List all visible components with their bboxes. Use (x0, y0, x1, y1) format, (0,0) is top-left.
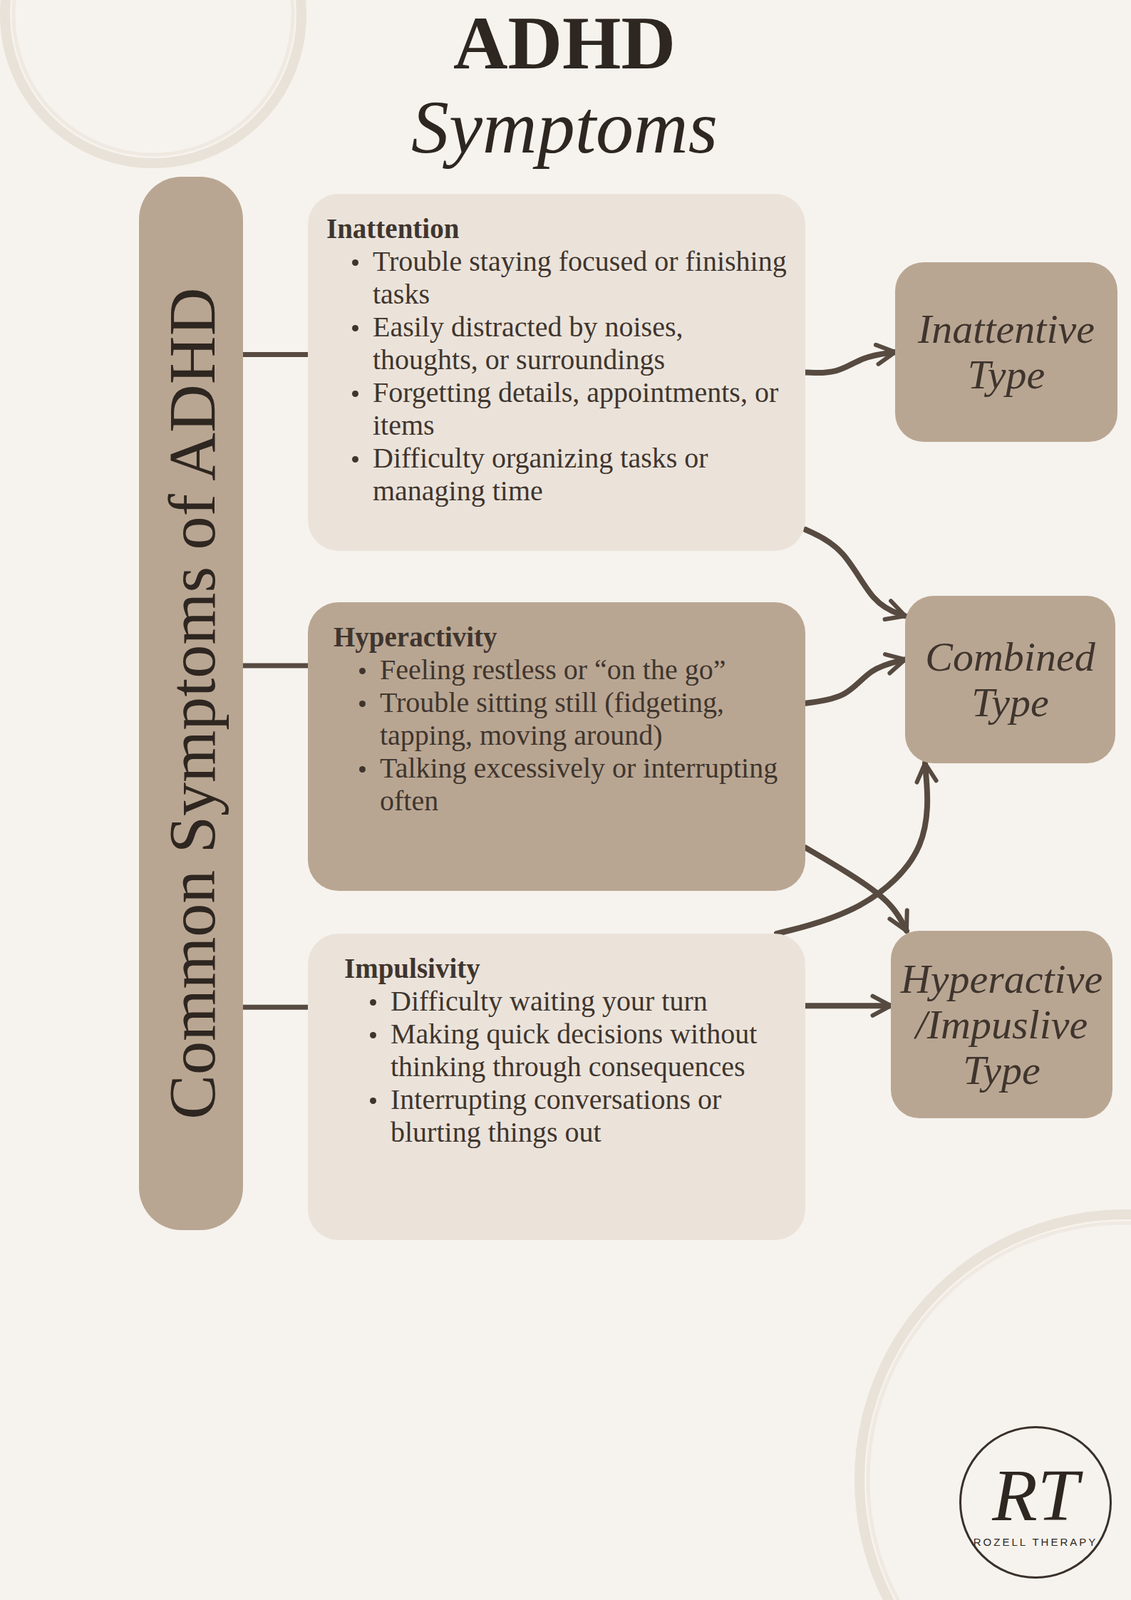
bullet-item: Trouble sitting still (fidgeting, tappin… (333, 686, 790, 752)
arrow (805, 847, 907, 931)
band-label: Common Symptoms of ADHD (155, 287, 227, 1119)
bullet-item: Interrupting conversations or blurting t… (344, 1083, 790, 1149)
bullet-item: Trouble staying focused or finishing tas… (326, 245, 790, 311)
type-box: Hyperactive /Impuslive Type (890, 930, 1113, 1119)
category-band: Common Symptoms of ADHD (138, 176, 244, 1231)
type-box: Inattentive Type (895, 262, 1118, 442)
diagram-title: ADHD Symptoms (350, 1, 779, 170)
connector-line (243, 352, 308, 358)
logo-circle: RTROZELL THERAPY (959, 1426, 1112, 1579)
type-label: Hyperactive /Impuslive Type (899, 956, 1104, 1094)
type-label: Inattentive Type (903, 306, 1109, 398)
connector-line (243, 663, 308, 669)
box-heading: Hyperactivity (333, 620, 790, 654)
symptom-box: ImpulsivityDifficulty waiting your turnM… (307, 933, 806, 1241)
arrow (805, 529, 906, 616)
logo-monogram: RT (992, 1455, 1079, 1535)
decor-arc (13, 0, 293, 155)
arrow (805, 1002, 891, 1009)
logo-name: ROZELL THERAPY (973, 1535, 1099, 1549)
symptom-box: HyperactivityFeeling restless or “on the… (307, 602, 806, 891)
symptom-box: InattentionTrouble staying focused or fi… (307, 193, 806, 551)
arrow (805, 659, 906, 703)
connector-line (243, 1004, 308, 1010)
box-heading: Impulsivity (344, 952, 790, 985)
bullet-item: Feeling restless or “on the go” (333, 653, 790, 687)
arrow (805, 352, 896, 373)
type-box: Combined Type (905, 595, 1116, 764)
type-label: Combined Type (913, 634, 1107, 726)
bullet-item: Forgetting details, appointments, or ite… (326, 376, 790, 442)
bullet-item: Talking excessively or interrupting ofte… (333, 751, 790, 818)
decor-arc (4, 0, 302, 164)
bullet-item: Difficulty organizing tasks or managing … (326, 441, 790, 508)
box-heading: Inattention (326, 212, 790, 246)
bullet-item: Difficulty waiting your turn (344, 984, 790, 1018)
bullet-item: Easily distracted by noises, thoughts, o… (326, 310, 790, 377)
bullet-item: Making quick decisions without thinking … (344, 1017, 790, 1084)
decor-arc (868, 1222, 1131, 1600)
decor-arc (859, 1214, 1131, 1600)
